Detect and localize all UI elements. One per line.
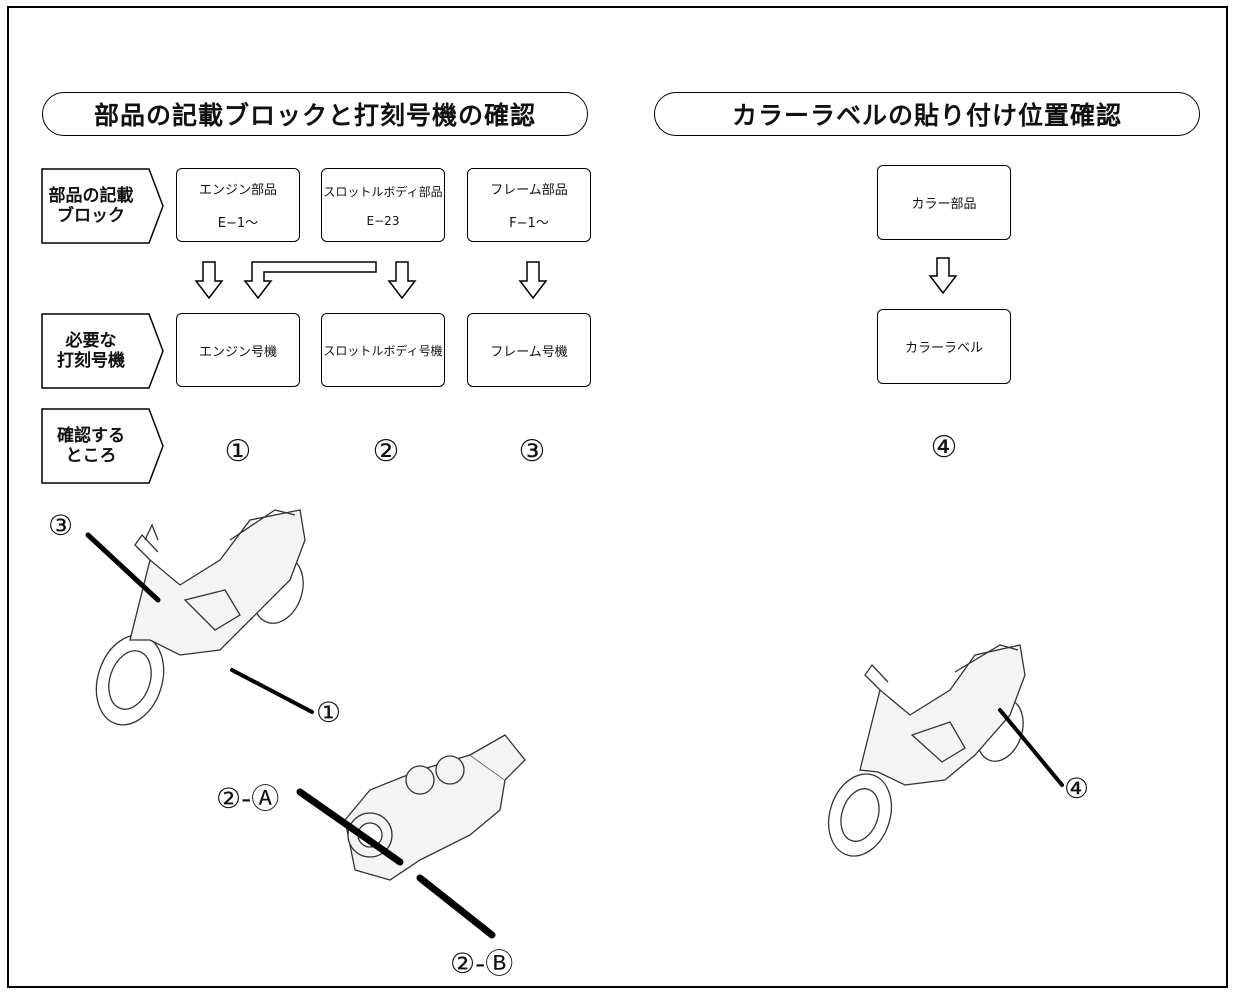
- row-label-check-text: 確認する ところ: [57, 426, 125, 466]
- arrow-down-throttle: [387, 261, 417, 300]
- color-label-box: カラーラベル: [877, 309, 1011, 384]
- block-box-throttle-code: E−23: [366, 213, 400, 228]
- row-label-check: 確認する ところ: [41, 408, 165, 484]
- stamp-box-frame-label: フレーム号機: [490, 344, 568, 360]
- color-label-label: カラーラベル: [904, 341, 983, 356]
- check-mark-4: ④: [930, 430, 958, 465]
- callout-bike-left-3: ③: [48, 509, 74, 542]
- color-part-box: カラー部品: [877, 165, 1011, 240]
- arrow-down-frame: [518, 261, 548, 300]
- leader-2b: [416, 874, 496, 939]
- row-label-block-text: 部品の記載 ブロック: [48, 186, 134, 226]
- block-box-throttle: スロットルボディ部品 E−23: [321, 168, 445, 242]
- block-box-frame: フレーム部品 F−1〜: [467, 168, 591, 242]
- left-section-title: 部品の記載ブロックと打刻号機の確認: [42, 92, 588, 136]
- callout-throttle-b: ②-Ⓑ: [450, 947, 514, 980]
- row-label-stamp-text: 必要な 打刻号機: [57, 331, 125, 371]
- arrow-down-engine: [194, 261, 224, 300]
- block-box-frame-name: フレーム部品: [490, 183, 568, 198]
- stamp-box-throttle-label: スロットルボディ号機: [323, 343, 443, 358]
- stamp-box-frame: フレーム号機: [467, 313, 591, 387]
- block-box-engine-name: エンジン部品: [198, 183, 277, 198]
- leader-3: [85, 532, 161, 603]
- stamp-box-throttle: スロットルボディ号機: [321, 313, 445, 387]
- leader-2a: [296, 788, 404, 866]
- diagram-frame: [7, 6, 1228, 988]
- block-box-engine-code: E−1〜: [217, 216, 259, 231]
- block-box-engine: エンジン部品 E−1〜: [176, 168, 300, 242]
- leader-4: [998, 708, 1064, 787]
- check-mark-1: ①: [224, 434, 252, 469]
- color-part-label: カラー部品: [911, 197, 977, 212]
- callout-throttle-a: ②-Ⓐ: [216, 782, 280, 815]
- check-mark-3: ③: [518, 434, 546, 469]
- leader-1: [230, 668, 314, 714]
- row-label-block: 部品の記載 ブロック: [41, 168, 165, 244]
- check-mark-2: ②: [372, 434, 400, 469]
- stamp-box-engine: エンジン号機: [176, 313, 300, 387]
- row-label-stamp: 必要な 打刻号機: [41, 313, 165, 389]
- arrow-down-color: [928, 257, 958, 295]
- callout-bike-right-4: ④: [1064, 772, 1090, 805]
- arrow-bent-throttle-to-engine: [243, 261, 377, 300]
- block-box-frame-code: F−1〜: [509, 216, 549, 231]
- stamp-box-engine-label: エンジン号機: [198, 344, 277, 360]
- block-box-throttle-name: スロットルボディ部品: [323, 184, 443, 199]
- right-section-title: カラーラベルの貼り付け位置確認: [654, 92, 1200, 136]
- callout-bike-left-1: ①: [316, 696, 342, 729]
